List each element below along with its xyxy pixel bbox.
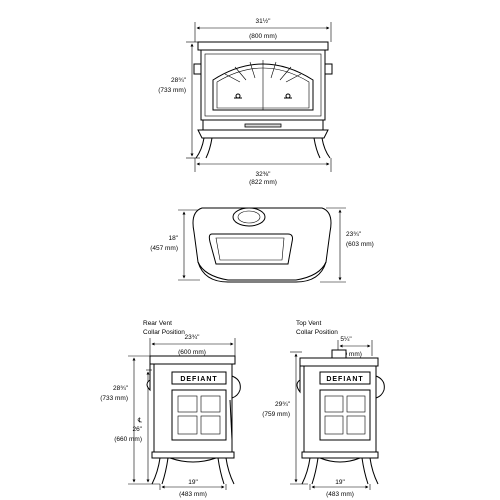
rear-brand-plate: DEFIANT [180, 376, 217, 383]
top-vent-offset-label: 5¼" [340, 336, 352, 343]
front-height-mm-label: (733 mm) [158, 87, 186, 94]
rear-depth-mm-label: (600 mm) [178, 349, 206, 356]
front-view: 31½" (800 mm) 28¾" (733 mm) [158, 17, 333, 186]
top-depth-right-mm-label: (603 mm) [346, 241, 374, 248]
rear-collar-height-mm-label: (660 mm) [114, 436, 142, 443]
rear-vent-label-line1: Rear Vent [143, 320, 172, 327]
rear-legs-mm-label: (483 mm) [179, 491, 207, 498]
rear-stove-drawing: DEFIANT [146, 355, 241, 485]
top-depth-right-label: 23¾" [346, 231, 362, 238]
top-vent-label-line1: Top Vent [296, 320, 321, 327]
top-vent-legs-mm-label: (483 mm) [326, 491, 354, 498]
top-depth-left-label: 18" [168, 235, 178, 242]
rear-vent-label-line2: Collar Position [143, 329, 185, 336]
rear-height-label: 28¾" [113, 385, 129, 392]
front-width-base-mm-label: (822 mm) [249, 179, 277, 186]
front-width-base-label: 32⅜" [256, 171, 272, 178]
top-depth-left-mm-label: (457 mm) [150, 245, 178, 252]
rear-vent-view: Rear Vent Collar Position 23¾" (600 mm) … [100, 320, 241, 498]
front-width-top-mm-label: (800 mm) [249, 33, 277, 40]
rear-collar-height-label: 26" [132, 426, 142, 433]
rear-height-mm-label: (733 mm) [100, 395, 128, 402]
top-vent-brand-plate: DEFIANT [326, 376, 363, 383]
top-vent-view: Top Vent Collar Position 5¼" (130 mm) 29… [262, 320, 385, 498]
top-view: 18" (457 mm) 23¾" (603 mm) [150, 207, 374, 283]
rear-centerline-symbol: ℄ [137, 417, 143, 424]
front-width-top-label: 31½" [256, 17, 272, 25]
front-height-label: 28¾" [171, 77, 187, 84]
top-vent-legs-label: 19" [335, 479, 345, 486]
top-vent-label-line2: Collar Position [296, 329, 338, 336]
top-vent-stove-drawing: DEFIANT [296, 349, 385, 485]
rear-legs-label: 19" [188, 479, 198, 486]
top-stove-drawing [192, 207, 332, 283]
top-vent-height-label: 29¾" [275, 401, 291, 408]
front-stove-drawing [193, 41, 333, 159]
rear-depth-label: 23¾" [185, 334, 201, 341]
top-vent-offset-mm-label: (130 mm) [334, 351, 362, 358]
top-vent-height-mm-label: (759 mm) [262, 411, 290, 418]
